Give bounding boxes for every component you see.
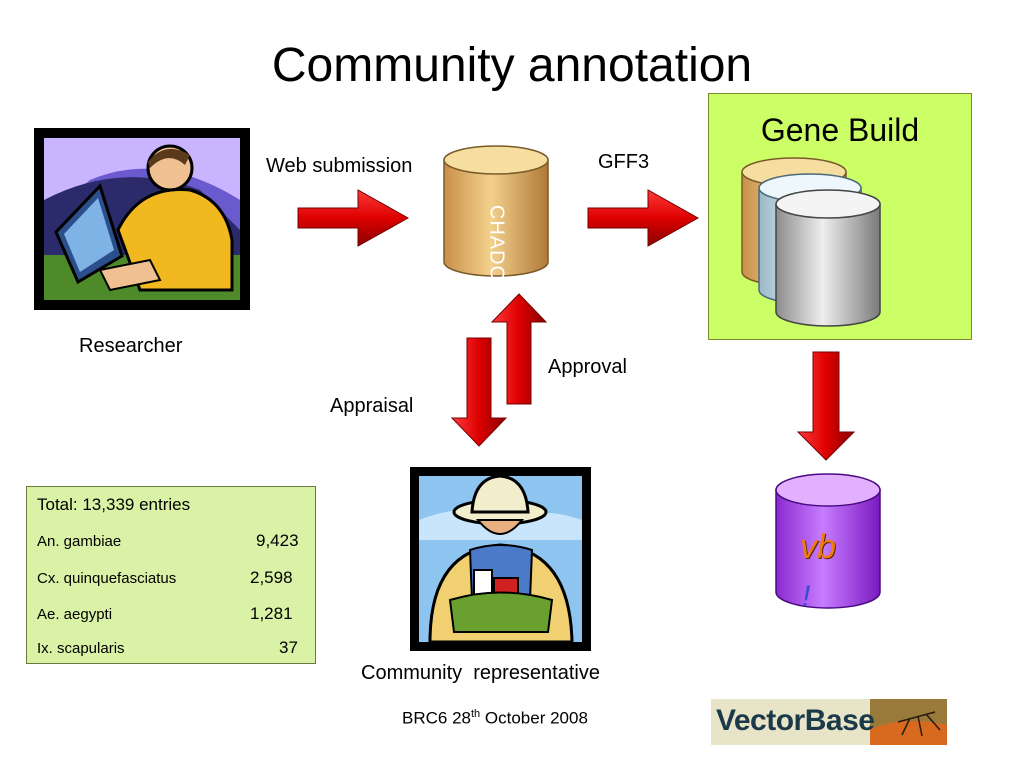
approval-label: Approval — [548, 356, 627, 378]
species-count: 9,423 — [256, 531, 299, 550]
gene-build-label: Gene Build — [760, 112, 920, 148]
footer-prefix: BRC6 28 — [402, 708, 471, 728]
community-representative-label: Community representative — [361, 662, 600, 684]
footer-text: BRC6 28th October 2008 — [402, 708, 588, 729]
species-name: Ix. scapularis — [37, 640, 125, 657]
stats-row: An. gambiae 9,423 — [37, 531, 307, 550]
species-name: Cx. quinquefasciatus — [37, 570, 177, 587]
species-name: Ae. aegypti — [37, 606, 113, 623]
gff3-label: GFF3 — [598, 151, 650, 173]
footer-sup: th — [470, 708, 481, 720]
chado-label-wrap: CHADO — [476, 205, 516, 282]
vb-logo-mark: ! — [802, 580, 811, 613]
stats-total: Total: 13,339 entries — [37, 495, 191, 514]
appraisal-label: Appraisal — [330, 395, 414, 417]
species-name: An. gambiae — [37, 533, 122, 550]
vectorbase-logo-text: VectorBase — [716, 704, 875, 737]
arrow-appraisal — [450, 337, 508, 447]
stats-table: Total: 13,339 entries An. gambiae 9,423 … — [26, 486, 316, 664]
arrow-web-submission — [297, 189, 410, 247]
web-submission-label: Web submission — [266, 155, 413, 177]
gene-build-cylinders — [741, 157, 881, 327]
vb-logo-text: vb — [800, 528, 836, 566]
slide-title: Community annotation — [271, 39, 753, 92]
vectorbase-database — [775, 473, 881, 609]
researcher-image — [34, 128, 250, 310]
stats-row: Cx. quinquefasciatus 2,598 — [37, 568, 307, 587]
chado-database — [443, 145, 549, 277]
arrow-to-vectorbase — [796, 351, 856, 461]
species-count: 37 — [279, 638, 298, 657]
arrow-approval — [490, 293, 548, 405]
stats-row: Ae. aegypti 1,281 — [37, 604, 307, 623]
vectorbase-logo — [711, 699, 947, 745]
species-count: 2,598 — [250, 568, 293, 587]
researcher-label: Researcher — [79, 335, 183, 357]
community-representative-image — [410, 467, 591, 651]
chado-label: CHADO — [485, 204, 508, 283]
arrow-gff3 — [587, 189, 700, 247]
footer-suffix: October 2008 — [480, 708, 588, 728]
stats-row: Ix. scapularis 37 — [37, 638, 307, 657]
species-count: 1,281 — [250, 604, 293, 623]
